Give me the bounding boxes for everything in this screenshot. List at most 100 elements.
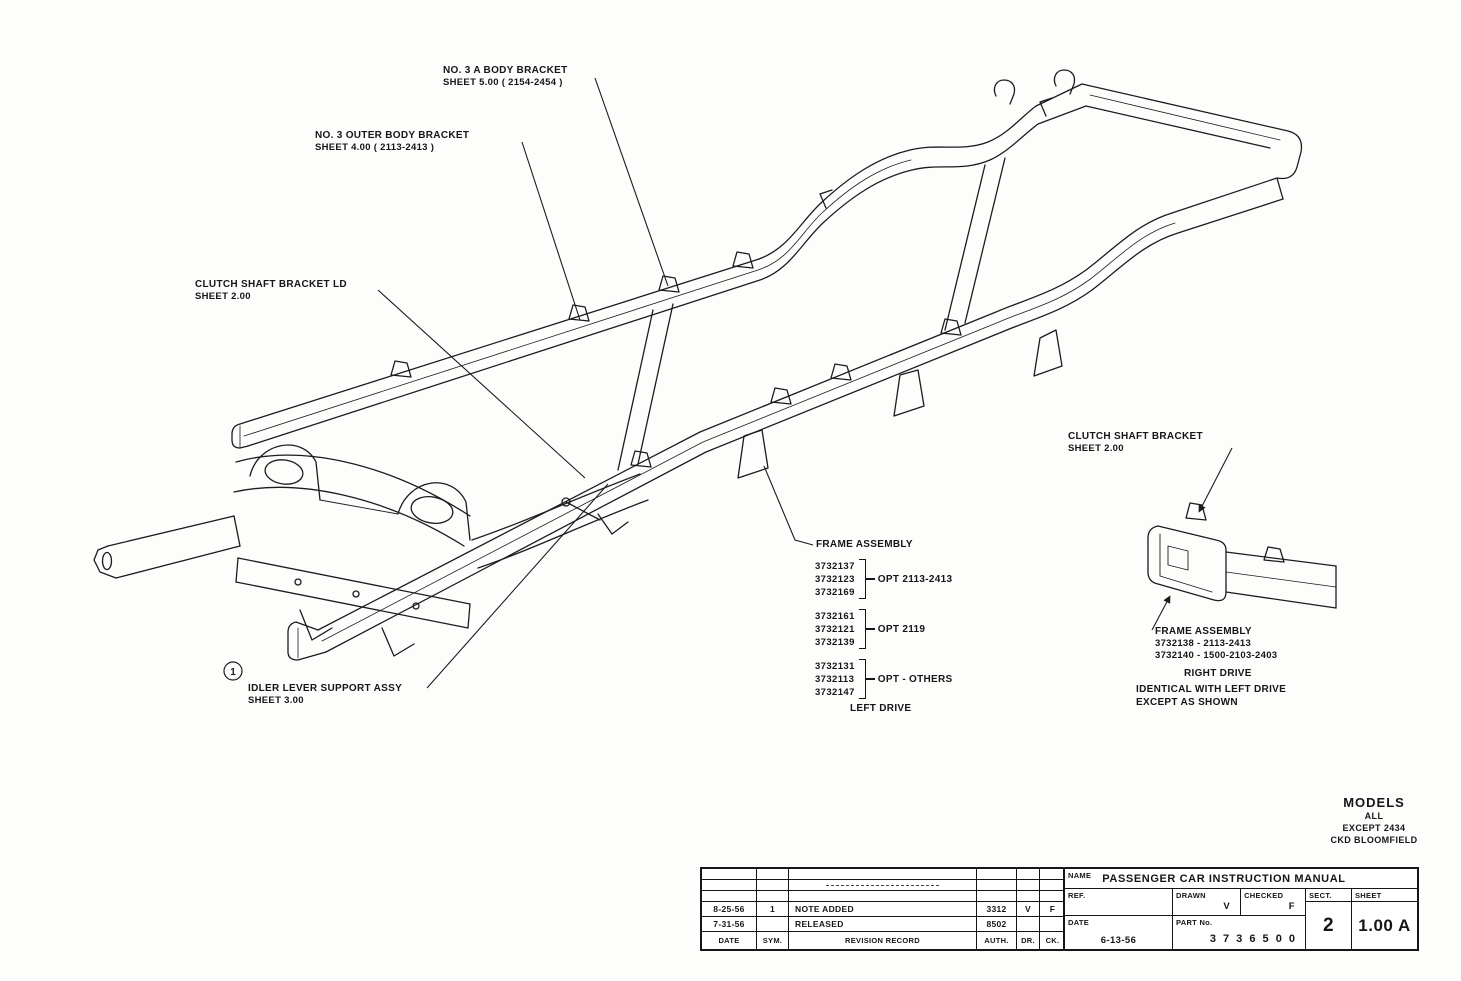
part-group-opt-2119: 3732161 3732121 3732139 OPT 2119	[815, 609, 953, 649]
name-label: NAME	[1068, 871, 1092, 880]
rev-cell-dashed	[789, 880, 977, 891]
checked-label: CHECKED	[1244, 891, 1284, 900]
models-line: CKD BLOOMFIELD	[1330, 835, 1418, 845]
part-numbers: 3732137 3732123 3732169	[815, 560, 855, 599]
callout-line: SHEET 5.00 ( 2154-2454 )	[443, 77, 563, 88]
rev-cell	[789, 869, 977, 880]
part-number: 3732113	[815, 673, 855, 685]
group-dash	[865, 628, 875, 630]
option-label: OPT 2113-2413	[877, 573, 953, 585]
callout-line: SHEET 4.00 ( 2113-2413 )	[315, 142, 435, 153]
callout-line: NO. 3 OUTER BODY BRACKET	[315, 130, 470, 141]
part-label: PART No.	[1176, 918, 1213, 927]
part-number: 3732121	[815, 623, 855, 635]
part-number: 3732131	[815, 660, 855, 672]
part-number-groups: 3732137 3732123 3732169 OPT 2113-2413 37…	[815, 559, 953, 709]
group-bracket	[858, 609, 866, 649]
callout-line: SHEET 3.00	[248, 695, 304, 706]
part-number: 3732123	[815, 573, 855, 585]
name-row: NAME PASSENGER CAR INSTRUCTION MANUAL	[1065, 869, 1417, 889]
rev-cell	[702, 891, 757, 902]
callout-line: IDENTICAL WITH LEFT DRIVE	[1136, 684, 1287, 695]
group-dash	[865, 578, 875, 580]
rev-header-dr: DR.	[1017, 932, 1040, 949]
callout-line: 3732140 - 1500-2103-2403	[1155, 650, 1278, 662]
title-block: 8-25-56 1 NOTE ADDED 3312 V F 7-31-56 RE…	[700, 867, 1419, 951]
option-label: OPT 2119	[877, 623, 926, 635]
group-dash	[865, 678, 875, 680]
callout-line: EXCEPT AS SHOWN	[1136, 697, 1238, 708]
sect-value: 2	[1322, 914, 1335, 936]
models-title: MODELS	[1343, 795, 1405, 810]
checked-cell: CHECKED F	[1241, 889, 1305, 915]
callout-frame-assembly-right: FRAME ASSEMBLY 3732138 - 2113-2413 37321…	[1155, 625, 1277, 663]
rev-cell	[977, 880, 1017, 891]
balloon-1-marker: 1	[223, 661, 243, 681]
rev-auth: 8502	[977, 917, 1017, 932]
rev-ck: F	[1040, 902, 1065, 917]
sect-cell: SECT. 2	[1306, 889, 1352, 949]
rev-cell	[977, 891, 1017, 902]
callout-line: CLUTCH SHAFT BRACKET LD	[195, 279, 347, 290]
date-cell: DATE 6-13-56	[1065, 916, 1172, 949]
rev-cell	[1040, 869, 1065, 880]
date-value: 6-13-56	[1100, 935, 1137, 946]
part-group-opt-2113-2413: 3732137 3732123 3732169 OPT 2113-2413	[815, 559, 953, 599]
callout-line: LEFT DRIVE	[850, 703, 912, 714]
right-drive-caption: RIGHT DRIVE	[1184, 667, 1252, 680]
revision-record-table: 8-25-56 1 NOTE ADDED 3312 V F 7-31-56 RE…	[702, 869, 1065, 949]
part-number: 3732147	[815, 686, 855, 698]
part-number: 3732137	[815, 560, 855, 572]
drawn-label: DRAWN	[1176, 891, 1206, 900]
sheet-cell: SHEET 1.00 A	[1352, 889, 1417, 949]
group-bracket	[858, 559, 866, 599]
callout-line: RIGHT DRIVE	[1184, 668, 1252, 679]
part-number: 3732161	[815, 610, 855, 622]
callout-body-bracket-a: NO. 3 A BODY BRACKET SHEET 5.00 ( 2154-2…	[443, 64, 568, 89]
part-number: 3732139	[815, 636, 855, 648]
date-label: DATE	[1068, 918, 1090, 927]
identical-note: IDENTICAL WITH LEFT DRIVE EXCEPT AS SHOW…	[1136, 683, 1286, 709]
rev-auth: 3312	[977, 902, 1017, 917]
callout-idler-lever-support: IDLER LEVER SUPPORT ASSY SHEET 3.00	[248, 682, 402, 707]
callout-line: FRAME ASSEMBLY	[1155, 626, 1252, 637]
models-line: EXCEPT 2434	[1342, 823, 1406, 833]
sheet-value: 1.00 A	[1358, 915, 1411, 935]
chassis-frame-line-art	[93, 69, 1303, 661]
part-group-opt-others: 3732131 3732113 3732147 OPT - OTHERS	[815, 659, 953, 699]
rev-cell	[757, 891, 789, 902]
rev-dr: V	[1017, 902, 1040, 917]
rev-cell	[1017, 891, 1040, 902]
rev-header-date: DATE	[702, 932, 757, 949]
rev-header-record: REVISION RECORD	[789, 932, 977, 949]
svg-text:1: 1	[230, 667, 236, 678]
rev-cell	[757, 880, 789, 891]
rev-header-ck: CK.	[1045, 936, 1060, 945]
group-bracket	[858, 659, 866, 699]
drawn-cell: DRAWN V	[1173, 889, 1242, 915]
rev-header-auth: AUTH.	[977, 932, 1017, 949]
drawn-value: V	[1223, 901, 1231, 912]
rev-sym	[757, 917, 789, 932]
rev-cell	[1040, 880, 1065, 891]
sheet-label: SHEET	[1355, 890, 1382, 900]
part-numbers: 3732161 3732121 3732139	[815, 610, 855, 649]
part-number: 3732169	[815, 586, 855, 598]
dashed-entry	[826, 884, 939, 886]
rev-record: RELEASED	[789, 917, 977, 932]
part-numbers: 3732131 3732113 3732147	[815, 660, 855, 699]
leader-lines	[377, 77, 1233, 689]
rev-cell	[1017, 880, 1040, 891]
models-line: ALL	[1364, 811, 1384, 821]
rev-cell	[702, 869, 757, 880]
sect-label: SECT.	[1309, 890, 1332, 900]
rev-ck	[1040, 917, 1065, 932]
callout-frame-assembly: FRAME ASSEMBLY	[816, 538, 913, 551]
right-drive-detail-drawing	[1147, 502, 1337, 609]
rev-cell	[977, 869, 1017, 880]
rev-header-sym: SYM.	[757, 932, 789, 949]
ref-cell: REF.	[1065, 889, 1172, 916]
callout-clutch-shaft-bracket-ld: CLUTCH SHAFT BRACKET LD SHEET 2.00	[195, 278, 347, 303]
